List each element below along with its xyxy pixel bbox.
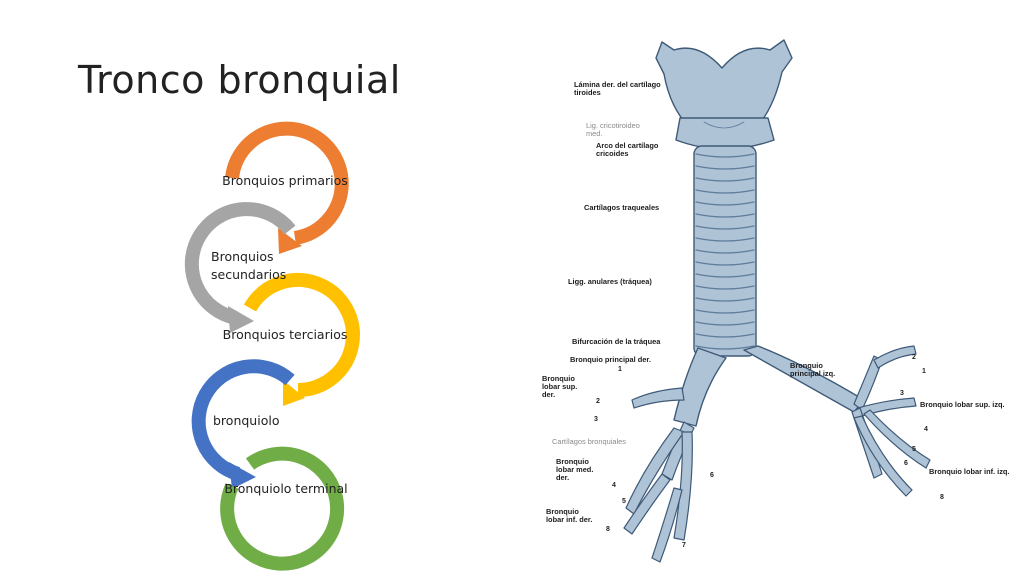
tracheal-ring — [695, 273, 755, 278]
label-tracheal-bifurcation: Bifurcación de la tráquea — [572, 337, 661, 346]
tracheal-ring — [695, 165, 755, 170]
cycle-step-label-1: Bronquios primarios — [222, 173, 348, 188]
cycle-step-label-2: Bronquios secundarios — [211, 249, 287, 282]
cycle-arrow-4 — [191, 359, 295, 481]
trachea-shape — [693, 145, 757, 357]
segment-number: 8 — [940, 494, 944, 501]
segment-number: 6 — [904, 460, 908, 467]
label-left-main-bronchus: Bronquio principal izq. — [790, 361, 836, 378]
cycle-arrow-5 — [220, 446, 345, 571]
label-left-upper-lobar-bronchus: Bronquio lobar sup. izq. — [920, 400, 1005, 409]
segment-number: 4 — [924, 426, 928, 433]
segment-number: 3 — [900, 390, 904, 397]
label-right-upper-lobar-bronchus: Bronquio lobar sup. der. — [542, 374, 578, 399]
tracheal-ring — [695, 345, 755, 350]
tracheal-ring — [695, 153, 755, 158]
segment-number: 4 — [612, 482, 616, 489]
thyroid-cartilage-shape — [655, 39, 793, 129]
label-right-lower-lobar-bronchus: Bronquio lobar inf. der. — [546, 507, 593, 524]
cycle-step-label-3: Bronquios terciarios — [222, 327, 348, 342]
label-left-lower-lobar-bronchus: Bronquio lobar inf. izq. — [929, 467, 1010, 476]
anatomy-figure: Lámina der. del cartílago tiroides Lig. … — [534, 28, 1009, 576]
label-cricothyroid-ligament: Lig. cricotiroideo med. — [586, 121, 640, 138]
label-cricoid-arch: Arco del cartílago cricoides — [596, 141, 659, 158]
cycle-arrowhead-1 — [278, 228, 302, 254]
segment-number: 2 — [912, 354, 916, 361]
trachea-bronchi-illustration — [623, 39, 931, 563]
cycle-step-label-4: bronquiolo — [213, 413, 280, 428]
tracheal-ring — [695, 189, 755, 194]
tracheal-ring — [695, 285, 755, 290]
tracheal-ring — [695, 321, 755, 326]
slide-title: Tronco bronquial — [78, 58, 401, 102]
tracheal-ring — [695, 201, 755, 206]
segment-number: 5 — [622, 498, 626, 505]
cricoid-cartilage-shape — [675, 117, 775, 150]
tracheal-ring — [695, 333, 755, 338]
cycle-arrowhead-2 — [228, 306, 254, 333]
cycle-arrow-2 — [184, 202, 296, 325]
tracheal-ring — [695, 237, 755, 242]
tracheal-ring — [695, 225, 755, 230]
tracheal-ring — [695, 261, 755, 266]
label-bronchial-cartilages: Cartílagos bronquiales — [552, 437, 626, 446]
segment-number: 1 — [618, 366, 622, 373]
label-annular-ligaments: Ligg. anulares (tráquea) — [568, 277, 652, 286]
left-main-bronchus-shape — [743, 345, 865, 413]
label-tracheal-cartilages: Cartílagos traqueales — [584, 203, 660, 212]
tracheal-ring — [695, 213, 755, 218]
cycle-arrowhead-4 — [229, 462, 256, 489]
segment-number: 5 — [912, 446, 916, 453]
segment-number: 6 — [710, 472, 714, 479]
tracheal-ring — [695, 249, 755, 254]
segment-number: 7 — [682, 542, 686, 549]
tracheal-ring — [695, 309, 755, 314]
cycle-step-label-5: Bronquiolo terminal — [224, 481, 348, 496]
segment-number: 3 — [594, 416, 598, 423]
label-right-middle-lobar-bronchus: Bronquio lobar med. der. — [556, 457, 594, 482]
segment-number: 2 — [596, 398, 600, 405]
cycle-arrowhead-3 — [283, 380, 305, 406]
label-right-main-bronchus: Bronquio principal der. — [570, 355, 651, 364]
label-thyroid-cartilage: Lámina der. del cartílago tiroides — [574, 80, 661, 97]
cycle-arrow-3 — [243, 273, 360, 397]
segment-number: 1 — [922, 368, 926, 375]
cycle-arrow-1 — [225, 121, 349, 245]
segment-number: 8 — [606, 526, 610, 533]
tracheal-ring — [695, 297, 755, 302]
right-main-bronchus-shape — [673, 347, 727, 427]
tracheal-ring — [695, 177, 755, 182]
